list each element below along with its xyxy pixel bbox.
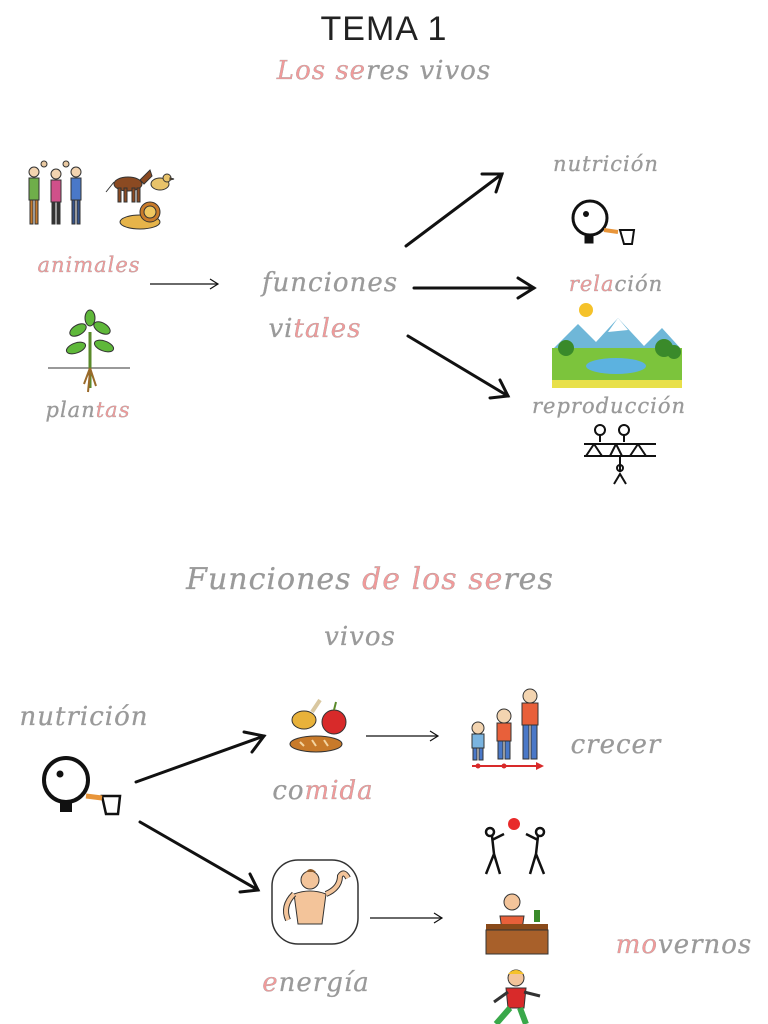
label-part: males	[73, 253, 141, 277]
arrows-to-functions	[404, 172, 537, 400]
label-part: re	[568, 272, 594, 296]
grow-label: crecer	[566, 730, 666, 760]
reproduction-label: reproducción	[526, 394, 692, 418]
label-part: nutrición	[553, 152, 659, 176]
move-label: movernos	[600, 930, 768, 960]
arrow-to-move	[370, 912, 444, 924]
label-part: la	[593, 272, 615, 296]
label-part: Funciones	[186, 562, 363, 597]
eating-face-icon	[571, 199, 636, 245]
label-part: res	[503, 562, 554, 597]
arrow-to-grow	[366, 730, 440, 742]
horse-icon	[105, 169, 153, 203]
section2-heading: Funciones de los seres	[0, 562, 740, 597]
label-part: co	[272, 776, 305, 806]
label-part: e	[262, 968, 279, 998]
label-part: mo	[615, 930, 659, 960]
page-title: TEMA 1	[320, 10, 448, 48]
label-part: se	[468, 562, 504, 597]
label-part: vivos	[324, 622, 396, 652]
vital-label: vitales	[250, 314, 380, 344]
label-part: ani	[37, 253, 74, 277]
plants-label: plantas	[38, 398, 138, 422]
strong-man-icon	[271, 859, 359, 945]
food-icon	[289, 698, 347, 753]
relation-label: relación	[556, 272, 676, 296]
lion-icon	[119, 201, 161, 230]
arrow-to-functions	[150, 278, 220, 290]
landscape-icon	[552, 303, 682, 388]
label-part: tas	[95, 398, 131, 422]
label-part: reproducción	[532, 394, 686, 418]
label-part: vernos	[658, 930, 753, 960]
food-label: comida	[258, 776, 388, 806]
family-tree-icon	[584, 424, 656, 485]
section2-nutrition-label: nutrición	[6, 702, 162, 732]
children-growing-icon	[471, 688, 544, 770]
label-part: res vivos	[366, 56, 492, 86]
section2-heading-line2: vivos	[300, 622, 420, 652]
animals-label: animales	[30, 253, 148, 277]
playing-ball-icon	[484, 818, 546, 875]
label-part: nergía	[278, 968, 370, 998]
plant-icon	[48, 309, 130, 393]
desk-worker-icon	[485, 893, 549, 955]
label-part: funciones	[261, 268, 399, 298]
nutrition-label: nutrición	[536, 152, 676, 176]
label-part: Los	[276, 56, 336, 86]
label-part: ción	[614, 272, 664, 296]
label-part: mida	[304, 776, 374, 806]
label-part: crecer	[570, 730, 662, 760]
people-icon	[28, 160, 82, 225]
page-subtitle: Los seres vivos	[0, 56, 768, 86]
bird-icon	[150, 173, 175, 191]
label-part: se	[335, 56, 367, 86]
label-part: de los	[362, 562, 469, 597]
label-part: vi	[268, 314, 294, 344]
arrows-from-nutrition	[134, 730, 267, 894]
energy-label: energía	[246, 968, 386, 998]
label-part: tales	[293, 314, 362, 344]
running-boy-icon	[493, 969, 541, 1024]
eating-face-icon-large	[42, 756, 122, 816]
functions-label: funciones	[250, 268, 410, 298]
label-part: plan	[45, 398, 96, 422]
label-part: nutrición	[19, 702, 149, 732]
